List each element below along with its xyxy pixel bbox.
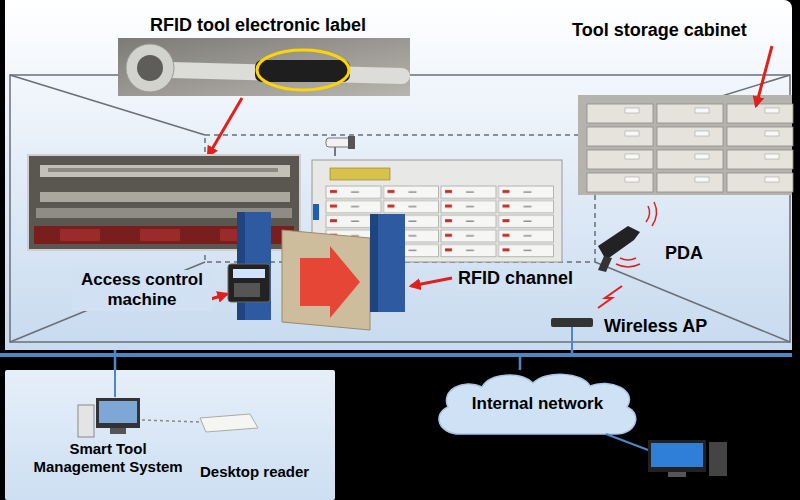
monitor: [96, 398, 140, 428]
signal-arc: [652, 202, 657, 226]
gate-post-side: [370, 214, 378, 312]
room-front: [10, 75, 790, 342]
signal-arc: [616, 264, 640, 267]
leader-arrow: [411, 278, 452, 286]
machine-body: [228, 264, 270, 302]
cabinet-display: [330, 168, 390, 180]
drawer-cabinet: [312, 160, 562, 262]
server-computer: [78, 398, 140, 437]
camera-lens: [348, 136, 355, 149]
wrench-head: [126, 44, 174, 92]
pda: [598, 202, 657, 272]
cabinet-photo: [578, 95, 795, 195]
indicator: [313, 204, 319, 220]
shelf-tray: [40, 165, 290, 177]
machine-keypad: [234, 283, 260, 297]
gate-post-side: [237, 212, 245, 320]
cabinet-body: [312, 160, 562, 262]
room-edge: [595, 262, 790, 342]
wireless-signal: [598, 286, 622, 308]
callout-label: Tool storage cabinet: [572, 20, 747, 42]
cable: [606, 434, 648, 450]
network-label: Internal network: [472, 394, 603, 414]
wireless-ap: [551, 318, 593, 350]
monitor-screen: [651, 443, 703, 467]
ap-body: [551, 318, 593, 327]
computer-tower: [709, 442, 727, 476]
system-label: Smart Tool Management System: [30, 440, 186, 476]
network-cloud: Internal network: [430, 370, 645, 438]
device-label: Desktop reader: [200, 463, 309, 481]
monitor-stand: [668, 472, 686, 477]
photo-frame: [578, 95, 792, 195]
tools: [48, 168, 278, 172]
wrench-photo: [118, 38, 410, 96]
leader-arrow: [208, 98, 242, 156]
computer-tower: [78, 405, 94, 437]
signal-arc: [620, 258, 636, 260]
drawer-grid: [325, 185, 555, 258]
monitor: [648, 440, 706, 472]
callout-label: Access control machine: [72, 270, 212, 311]
pda-body: [598, 226, 640, 260]
tool-cases: [34, 226, 294, 244]
cable: [114, 370, 116, 397]
leader-arrow: [211, 294, 227, 299]
camera-body: [326, 138, 352, 147]
network-bus: [0, 353, 792, 357]
wrench-handle: [170, 70, 402, 76]
photo-frame: [28, 155, 300, 250]
shelf-tray: [36, 208, 292, 218]
camera: [326, 136, 355, 156]
monitor-screen: [99, 401, 137, 423]
tool-case: [60, 229, 100, 241]
machine-screen: [233, 269, 265, 278]
cable: [142, 420, 200, 422]
room-edge: [10, 262, 205, 342]
room-outline: [10, 75, 790, 342]
cloud-outline: [439, 374, 636, 434]
rfid-tag: [255, 60, 350, 82]
room-edge: [595, 75, 790, 135]
wrench-ring: [137, 55, 163, 81]
shelf-tray: [40, 192, 290, 202]
network-link: [114, 350, 117, 370]
monitor-stand: [110, 428, 126, 434]
ap-cable: [571, 327, 573, 350]
gate-post: [370, 214, 405, 312]
tool-case: [220, 229, 260, 241]
room-panel: RFID tool electronic label Tool storage c…: [5, 0, 792, 350]
access-machine: [228, 264, 270, 302]
pda-grip: [598, 256, 612, 272]
photo-frame: [118, 38, 410, 96]
drawer-grid: [585, 102, 795, 194]
network-link: [520, 350, 572, 370]
gate-panel: [282, 230, 370, 330]
desktop-reader: [200, 414, 258, 432]
callout-label: PDA: [665, 243, 703, 265]
camera-mount: [334, 147, 336, 156]
highlight-ellipse: [257, 50, 349, 90]
rfid-gate: [237, 212, 405, 330]
callout-label: Wireless AP: [604, 316, 707, 338]
tool-case: [140, 229, 180, 241]
shelf-photo: [28, 155, 300, 250]
callout-label: RFID tool electronic label: [150, 15, 366, 37]
passage-arrow: [300, 246, 360, 318]
room-back: [205, 135, 595, 262]
system-panel: Smart Tool Management SystemDesktop read…: [5, 370, 335, 500]
gate-post: [237, 212, 271, 320]
room-edge: [10, 75, 205, 135]
client-computer: [648, 440, 727, 477]
callout-label: RFID channel: [456, 268, 575, 290]
leader-arrow: [756, 46, 772, 106]
signal-arc: [646, 206, 650, 222]
